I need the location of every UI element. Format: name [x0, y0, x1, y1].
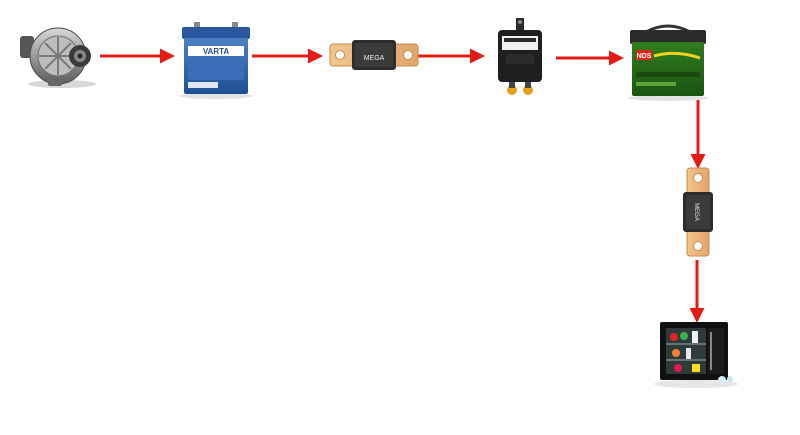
alternator-icon	[20, 27, 96, 88]
mega-fuse-icon: MEGA	[683, 167, 713, 257]
mega-fuse-icon: MEGA	[329, 40, 419, 70]
leisure-battery-brand-label: NDS	[637, 53, 652, 60]
battery-brand-label: VARTA	[203, 47, 230, 56]
leisure-battery-icon: NDS	[628, 24, 708, 101]
relay-icon	[498, 18, 542, 95]
fuse-label: MEGA	[693, 203, 699, 221]
fuse-label: MEGA	[364, 55, 385, 62]
connection-arrows	[100, 48, 706, 323]
fridge-icon	[654, 322, 738, 388]
car-battery-icon: VARTA	[180, 22, 252, 99]
